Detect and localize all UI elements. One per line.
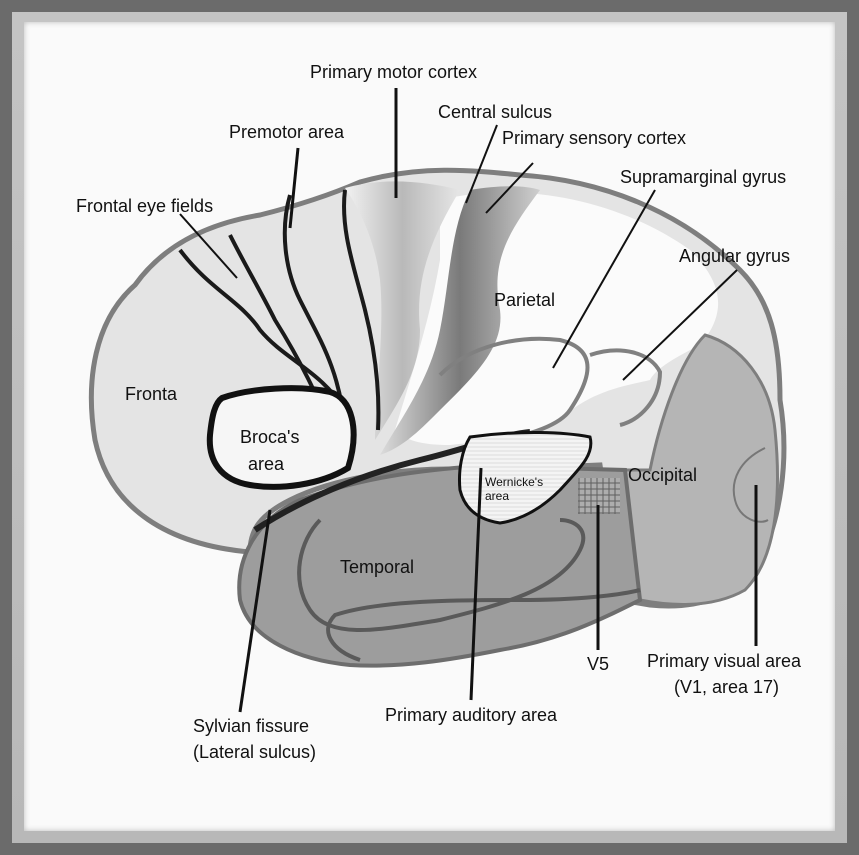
label-temporal: Temporal bbox=[340, 557, 414, 577]
label-v5: V5 bbox=[587, 654, 609, 674]
label-angular-gyrus: Angular gyrus bbox=[679, 246, 790, 266]
label-sylvian-fissure-line1: Sylvian fissure bbox=[193, 716, 309, 736]
label-sylvian-fissure-line2: (Lateral sulcus) bbox=[193, 742, 316, 762]
label-occipital: Occipital bbox=[628, 465, 697, 485]
label-premotor-area: Premotor area bbox=[229, 122, 345, 142]
label-fronta: Fronta bbox=[125, 384, 178, 404]
label-frontal-eye-fields: Frontal eye fields bbox=[76, 196, 213, 216]
label-primary-sensory-cortex: Primary sensory cortex bbox=[502, 128, 686, 148]
label-parietal: Parietal bbox=[494, 290, 555, 310]
label-wernickes-area-line2: area bbox=[485, 489, 509, 503]
label-primary-visual-area-line2: (V1, area 17) bbox=[674, 677, 779, 697]
label-primary-motor-cortex: Primary motor cortex bbox=[310, 62, 477, 82]
label-primary-visual-area-line1: Primary visual area bbox=[647, 651, 802, 671]
label-primary-auditory-area: Primary auditory area bbox=[385, 705, 558, 725]
label-brocas-area-line1: Broca's bbox=[240, 427, 299, 447]
label-central-sulcus: Central sulcus bbox=[438, 102, 552, 122]
label-wernickes-area-line1: Wernicke's bbox=[485, 475, 543, 489]
label-brocas-area-line2: area bbox=[248, 454, 285, 474]
label-supramarginal-gyrus: Supramarginal gyrus bbox=[620, 167, 786, 187]
